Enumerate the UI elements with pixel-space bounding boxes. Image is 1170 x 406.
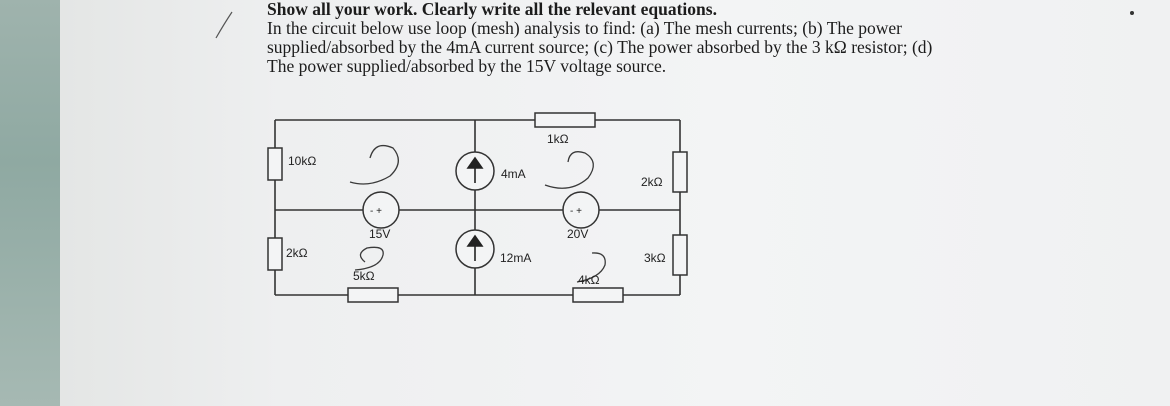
resistor-1k (534, 112, 596, 128)
instruction-line: Show all your work. Clearly write all th… (267, 0, 717, 19)
voltage-source-15v (362, 191, 400, 229)
problem-statement: Show all your work. Clearly write all th… (267, 0, 1147, 76)
resistor-2k-right (672, 151, 688, 193)
mesh-loop-marks (349, 144, 606, 283)
resistor-10k (267, 147, 283, 181)
problem-line: The power supplied/absorbed by the 15V v… (267, 56, 667, 76)
polarity-20v: - + (570, 206, 582, 217)
label-4ma: 4mA (501, 167, 526, 181)
label-2k-right: 2kΩ (641, 175, 663, 189)
circuit-diagram: 10kΩ 2kΩ 1kΩ 2kΩ 3kΩ 5kΩ 4kΩ 4mA 12mA 15… (267, 112, 688, 303)
label-5k: 5kΩ (353, 269, 375, 283)
pen-stroke-mark (215, 11, 233, 39)
label-3k: 3kΩ (644, 251, 666, 265)
arrow-up-icon (466, 156, 484, 183)
polarity-15v: - + (370, 206, 382, 217)
label-20v: 20V (567, 227, 588, 241)
problem-line: supplied/absorbed by the 4mA current sou… (267, 37, 933, 57)
label-12ma: 12mA (500, 251, 531, 265)
resistor-2k-left (267, 237, 283, 271)
resistor-5k (347, 287, 399, 303)
resistor-4k (572, 287, 624, 303)
label-10k: 10kΩ (288, 154, 316, 168)
label-15v: 15V (369, 227, 390, 241)
arrow-up-icon (466, 234, 484, 261)
voltage-source-20v (562, 191, 600, 229)
circuit-wires (274, 119, 681, 296)
paper-sheet (60, 0, 1170, 406)
ink-dot (1130, 11, 1134, 15)
problem-line: In the circuit below use loop (mesh) ana… (267, 18, 903, 38)
label-2k-left: 2kΩ (286, 246, 308, 260)
resistor-3k (672, 234, 688, 276)
label-1k: 1kΩ (547, 132, 569, 146)
label-4k: 4kΩ (578, 273, 600, 287)
